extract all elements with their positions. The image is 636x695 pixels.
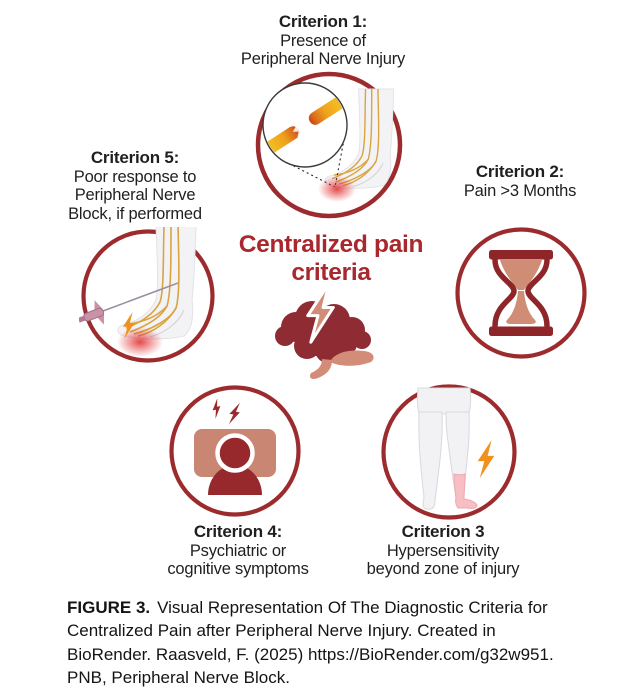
figure-caption-line: PNB, Peripheral Nerve Block. [67,667,290,687]
lightning-bolt-icon [122,312,135,339]
person-icon [194,429,276,495]
cerebellum-shape [330,350,374,366]
pain-glow [318,176,356,202]
criterion-2-label: Criterion 2: Pain >3 Months [420,162,620,200]
center-title-line: criteria [291,259,371,286]
criterion-3-line: Hypersensitivity [386,541,500,560]
figure-caption-label: FIGURE 3. [67,598,151,617]
brainstem-shape [309,359,332,379]
criterion-1-label: Criterion 1: Presence of Peripheral Nerv… [153,12,493,69]
criterion-1-title: Criterion 1: [278,12,368,31]
criterion-4-circle-illustration [169,385,301,517]
needle-icon [79,282,179,325]
pain-glow [117,327,163,357]
criterion-1-line: Peripheral Nerve Injury [240,50,406,68]
criterion-2-circle-illustration [455,227,587,359]
criterion-4-label: Criterion 4: Psychiatric or cognitive sy… [118,522,358,579]
criterion-5-label: Criterion 5: Poor response to Peripheral… [15,148,255,223]
criterion-3-line: beyond zone of injury [366,560,520,578]
center-title: Centralized pain criteria [171,231,491,287]
criterion-5-line: Block, if performed [68,204,202,223]
criterion-1-circle-illustration [255,71,403,219]
criterion-3-label: Criterion 3 Hypersensitivity beyond zone… [323,522,563,579]
brain-pain-illustration [275,282,374,379]
criterion-5-title: Criterion 5: [90,148,180,167]
hypersensitive-zone [453,473,478,509]
legs-icon [416,387,478,510]
lightning-bolt-icon [477,440,495,479]
criterion-2-line: Pain >3 Months [463,181,577,200]
criterion-3-title: Criterion 3 [401,522,485,541]
figure-caption-line: BioRender. Raasveld, F. (2025) https://B… [67,644,554,664]
criterion-3-circle-illustration [381,384,517,520]
criterion-2-title: Criterion 2: [475,162,565,181]
criterion-4-line: cognitive symptoms [167,560,309,578]
figure-caption: FIGURE 3. Visual Representation Of The Di… [67,596,627,689]
criterion-5-line: Peripheral Nerve [74,186,196,204]
lightning-bolt-icon [228,402,240,425]
criterion-5-line: Poor response to [73,167,197,186]
criterion-4-line: Psychiatric or [189,541,287,560]
center-title-line: Centralized pain [238,231,424,258]
criterion-4-title: Criterion 4: [193,522,283,541]
figure-caption-line: Centralized Pain after Peripheral Nerve … [67,621,496,641]
lightning-bolt-icon [212,398,221,419]
figure-caption-line: FIGURE 3. Visual Representation Of The Di… [67,596,627,619]
figure-caption-text: Visual Representation Of The Diagnostic … [157,598,548,617]
lightning-bolt-icon [306,282,335,344]
hourglass-icon [489,250,553,336]
criterion-5-circle-illustration [79,227,215,363]
criterion-1-line: Presence of [280,31,366,50]
